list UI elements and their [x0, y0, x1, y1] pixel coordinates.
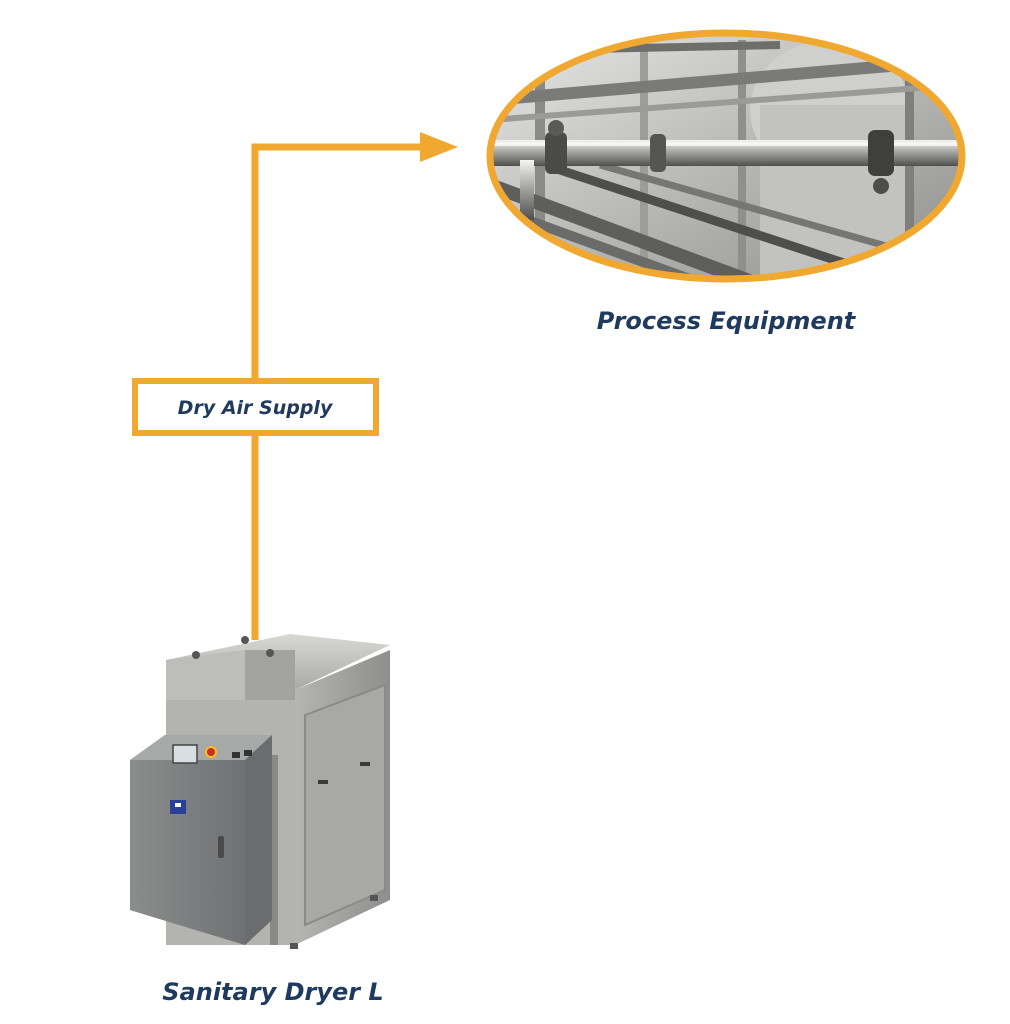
pipe-rack-photo-icon: [480, 32, 970, 290]
process-equipment-label: Process Equipment: [597, 307, 857, 335]
arrow-head-icon: [420, 132, 458, 162]
dry-air-supply-box: Dry Air Supply: [135, 381, 376, 433]
sanitary-dryer-label: Sanitary Dryer L: [162, 978, 383, 1006]
dry-air-supply-label: Dry Air Supply: [178, 397, 334, 419]
dryer-machine-icon: [130, 634, 390, 949]
